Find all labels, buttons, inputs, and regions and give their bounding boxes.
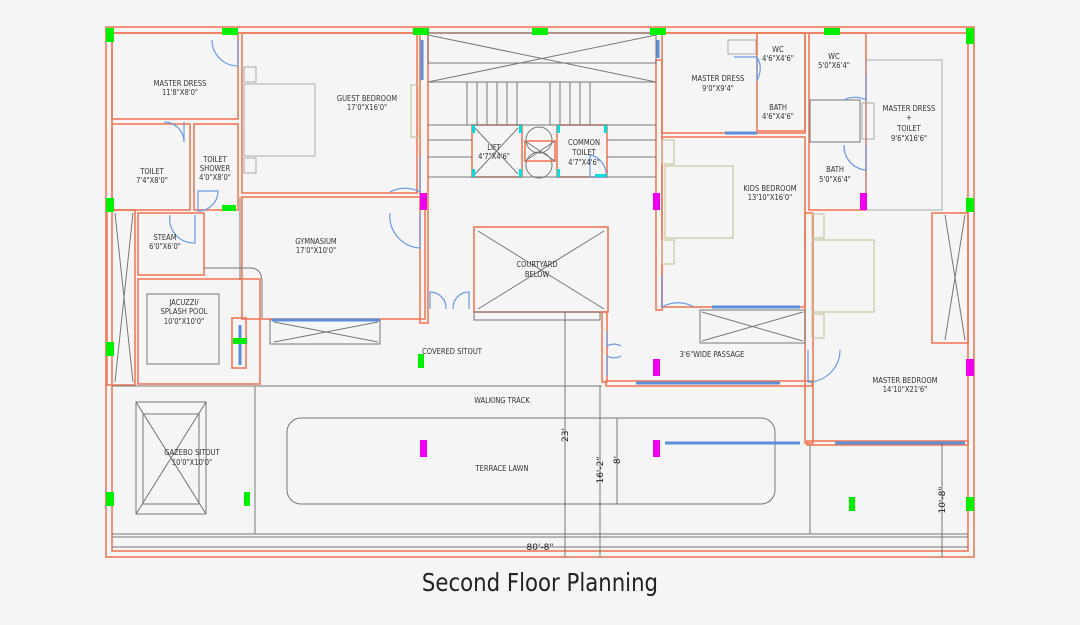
- room-size: 5'0"X6'4": [818, 61, 850, 70]
- room-name: TOILET: [896, 124, 921, 133]
- dimension-10-8: 10'-8": [938, 486, 948, 513]
- dimension-8: 8': [613, 456, 623, 464]
- room-name: COMMON: [568, 138, 600, 147]
- columns: [106, 28, 974, 511]
- room-name: +: [906, 113, 912, 122]
- room-name: WC: [828, 52, 840, 61]
- dimension-16-2: 16'-2": [596, 456, 606, 483]
- room-name: KIDS BEDROOM: [743, 184, 796, 193]
- room-size: 6'0"X6'0": [149, 242, 181, 251]
- room-size: 4'7"X4'6": [478, 152, 510, 161]
- room-name: TOILET: [139, 167, 164, 176]
- staircase: [427, 32, 657, 179]
- dimension-lines: [112, 312, 968, 557]
- doors: [163, 39, 965, 445]
- room-name: SHOWER: [200, 164, 231, 173]
- room-size: 10'0"X10'0": [164, 317, 204, 326]
- room-name: WALKING TRACK: [474, 396, 530, 405]
- room-name: TERRACE LAWN: [475, 464, 529, 473]
- room-size: 5'0"X6'4": [819, 175, 851, 184]
- room-name: BATH: [769, 103, 787, 112]
- room-name: BATH: [826, 165, 844, 174]
- room-name: MASTER BEDROOM: [872, 376, 937, 385]
- room-name: LIFT: [487, 143, 501, 152]
- outer-walls: [105, 26, 975, 558]
- dimension-labels: 80'-8" 23' 16'-2" 8' 10'-8": [526, 428, 948, 553]
- room-name: 3'6"WIDE PASSAGE: [680, 350, 745, 359]
- room-name: STEAM: [153, 233, 176, 242]
- room-size: 7'4"X8'0": [136, 176, 168, 185]
- room-size: 4'6"X4'6": [762, 112, 794, 121]
- room-size: 17'0"X10'0": [296, 246, 336, 255]
- room-size: 13'10"X16'0": [748, 193, 793, 202]
- dimension-width: 80'-8": [526, 543, 553, 553]
- room-size: 14'10"X21'6": [883, 385, 928, 394]
- terrace: [112, 385, 968, 538]
- room-name: TOILET: [202, 155, 227, 164]
- room-name: COURTYARD: [516, 260, 557, 269]
- room-name: GUEST BEDROOM: [337, 94, 397, 103]
- room-size: 9'0"X9'4": [702, 84, 734, 93]
- room-size: 9'6"X16'6": [891, 134, 927, 143]
- room-size: 11'8"X8'0": [162, 88, 198, 97]
- room-labels: MASTER DRESS 11'8"X8'0" TOILET 7'4"X8'0"…: [136, 45, 938, 473]
- room-name: MASTER DRESS: [154, 79, 207, 88]
- plan-caption: Second Floor Planning: [421, 568, 659, 597]
- room-name: MASTER DRESS: [692, 74, 745, 83]
- room-size: 10'0"X10'0": [172, 458, 212, 467]
- room-name: TOILET: [571, 148, 596, 157]
- room-name: COVERED SITOUT: [422, 347, 483, 356]
- room-size: 4'0"X8'0": [199, 173, 231, 182]
- room-name: MASTER DRESS: [883, 104, 936, 113]
- room-name: JACUZZI/: [168, 298, 199, 307]
- interior-walls: [106, 32, 969, 446]
- room-name: BELOW: [525, 270, 550, 279]
- room-name: GAZEBO SITOUT: [164, 448, 220, 457]
- room-size: 4'7"X4'6": [568, 158, 600, 167]
- room-size: 4'6"X4'6": [762, 54, 794, 63]
- room-name: WC: [772, 45, 784, 54]
- room-name: GYMNASIUM: [295, 237, 337, 246]
- room-size: 17'0"X16'0": [347, 103, 387, 112]
- furniture: [243, 39, 943, 339]
- room-name: SPLASH POOL: [161, 307, 208, 316]
- dimension-23: 23': [561, 428, 571, 442]
